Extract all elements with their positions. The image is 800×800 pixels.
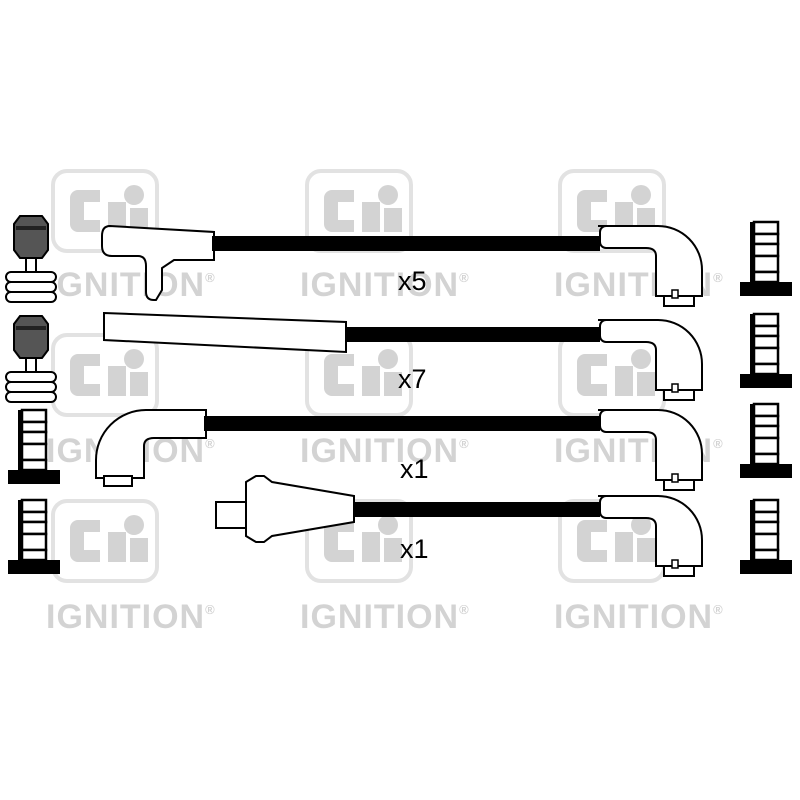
lead-3-quantity: x1 <box>400 454 429 484</box>
ribbed-terminal-1 <box>5 215 57 303</box>
ci-logo-icon <box>51 499 159 583</box>
t-terminal-left-1 <box>6 408 62 486</box>
brand-wordmark: IGNITION® <box>46 598 216 636</box>
t-terminal-right-3 <box>738 402 794 480</box>
lead-3 <box>95 409 703 491</box>
ribbed-terminal-2 <box>5 315 57 403</box>
lead-4 <box>215 475 703 577</box>
brand-wordmark: IGNITION® <box>46 266 216 304</box>
t-terminal-left-2 <box>6 498 62 576</box>
t-terminal-right-4 <box>738 498 794 576</box>
brand-wordmark: IGNITION® <box>300 432 470 470</box>
lead-1 <box>101 224 703 307</box>
t-terminal-right-2 <box>738 312 794 390</box>
lead-2 <box>103 311 703 401</box>
ci-logo-icon <box>305 499 413 583</box>
brand-wordmark: IGNITION® <box>554 598 724 636</box>
brand-wordmark: IGNITION® <box>300 266 470 304</box>
ci-logo-icon <box>305 333 413 417</box>
lead-1-quantity: x5 <box>398 266 427 296</box>
lead-2-quantity: x7 <box>398 364 427 394</box>
brand-wordmark: IGNITION® <box>300 598 470 636</box>
lead-4-quantity: x1 <box>400 534 429 564</box>
t-terminal-right-1 <box>738 220 794 298</box>
